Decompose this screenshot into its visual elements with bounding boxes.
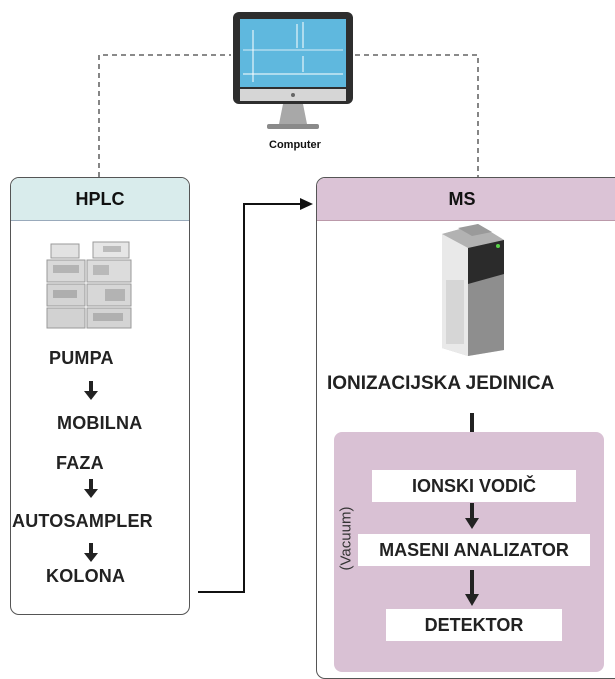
detector-box: DETEKTOR <box>386 609 562 641</box>
hplc-to-ms-arrow-line <box>198 203 300 593</box>
vacuum-label: (Vacuum) <box>337 506 355 571</box>
hplc-step-kolona: KOLONA <box>46 566 126 586</box>
down-arrow-icon <box>465 503 479 536</box>
down-arrow-icon <box>84 543 98 568</box>
down-arrow-icon <box>84 381 98 406</box>
computer-label: Computer <box>269 139 321 151</box>
ms-title: MS <box>317 178 615 221</box>
hplc-to-ms-arrowhead <box>300 198 313 210</box>
hplc-step-autosampler: AUTOSAMPLER <box>12 511 153 531</box>
down-arrow-icon <box>465 570 479 613</box>
mass-spectrometer-icon <box>438 222 508 363</box>
connector-lines <box>98 54 479 593</box>
hplc-title: HPLC <box>11 178 189 221</box>
hplc-step-mobilna: MOBILNA <box>57 413 143 433</box>
mass-analyzer-box: MASENI ANALIZATOR <box>358 534 590 566</box>
computer-ms-dashed-link <box>355 54 479 177</box>
computer-monitor-icon <box>231 10 355 129</box>
hplc-step-faza: FAZA <box>56 453 104 473</box>
ionization-unit-label: IONIZACIJSKA JEDINICA <box>327 373 555 394</box>
hplc-computer-dashed-link <box>98 54 231 177</box>
down-arrow-icon <box>84 479 98 504</box>
hplc-step-pumpa: PUMPA <box>49 348 114 368</box>
hplc-instrument-icon <box>45 240 135 337</box>
ion-guide-box: IONSKI VODIČ <box>372 470 576 502</box>
